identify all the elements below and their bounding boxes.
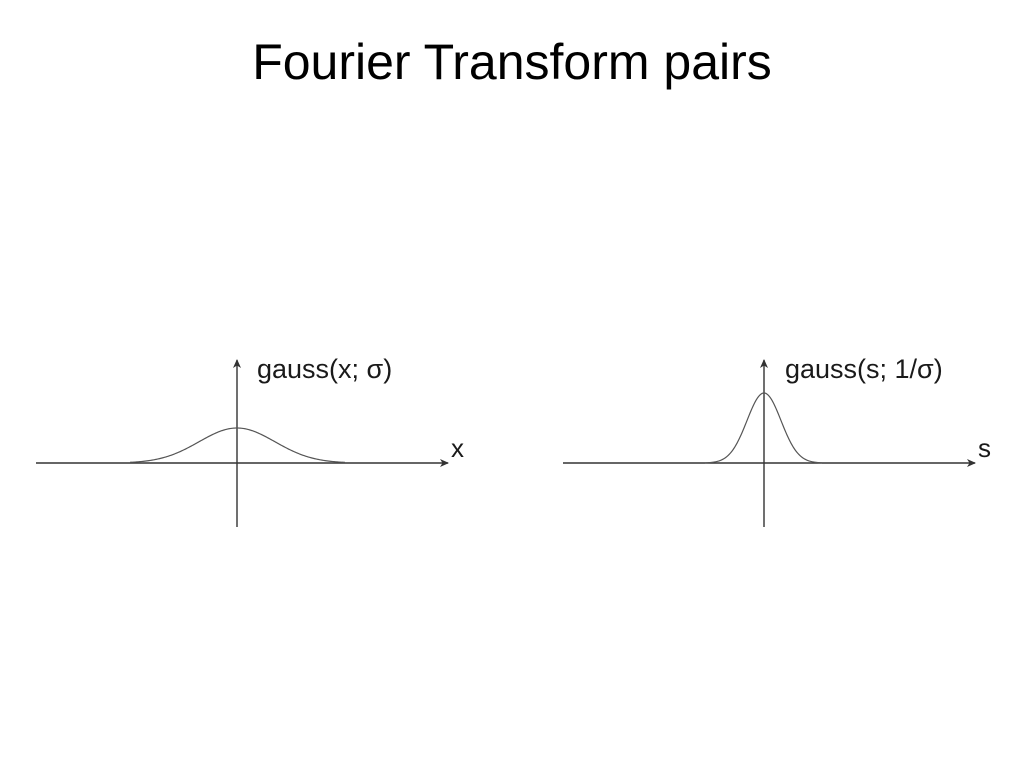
left-plot: gauss(x; σ) x xyxy=(36,354,464,527)
left-x-axis-label: x xyxy=(451,433,464,463)
right-x-axis-label: s xyxy=(978,433,991,463)
right-plot: gauss(s; 1/σ) s xyxy=(563,354,991,527)
right-plot-label: gauss(s; 1/σ) xyxy=(785,354,943,384)
left-plot-label: gauss(x; σ) xyxy=(257,354,392,384)
right-narrow-gaussian-curve xyxy=(704,392,823,464)
slide-title: Fourier Transform pairs xyxy=(252,34,772,90)
left-wide-gaussian-curve xyxy=(129,427,346,463)
